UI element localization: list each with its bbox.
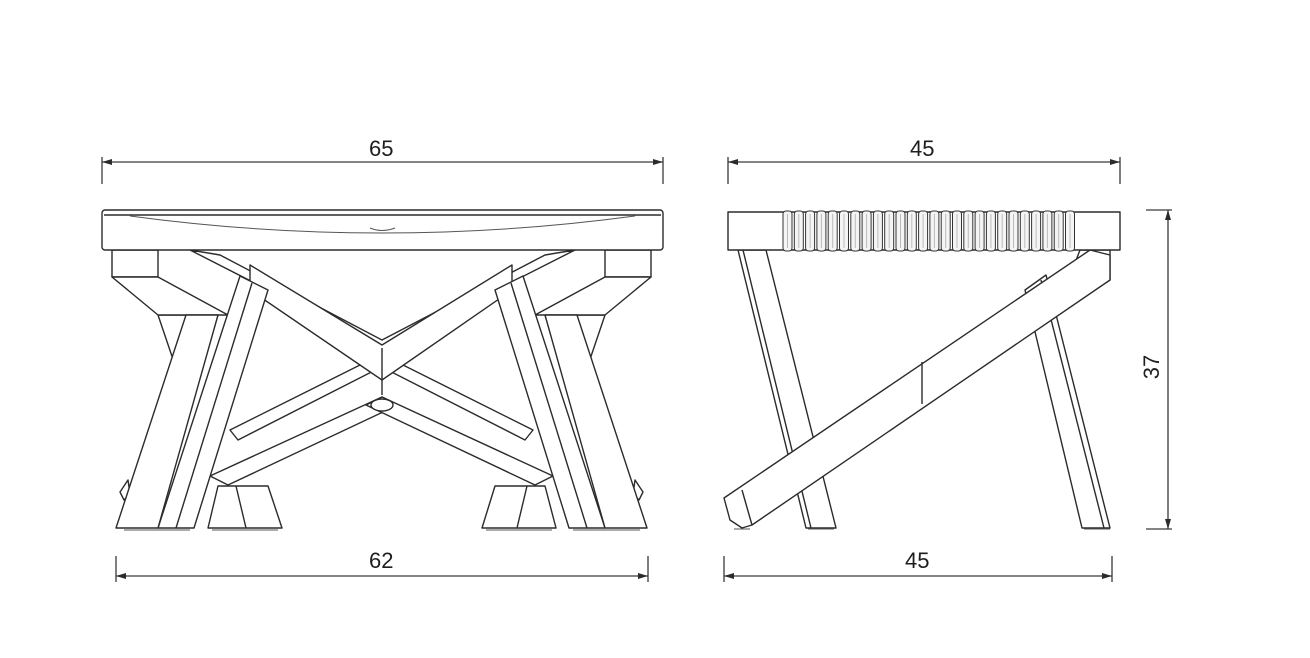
side-base-depth-label: 45 [905,548,930,573]
front-view-drawing [101,157,664,582]
front-top-dimension-line [101,157,664,184]
front-top-width-label: 65 [369,136,394,161]
side-bottom-dimension-line [723,556,1113,582]
front-base-width-label: 62 [369,548,394,573]
side-top-dimension-line [727,157,1121,184]
side-top-depth-label: 45 [910,136,935,161]
pivot-bolt-icon [370,398,394,412]
side-height-label: 37 [1139,354,1165,380]
rope-wrap [782,210,1075,252]
front-bottom-dimension-line [115,556,649,582]
side-height-dimension-line [1146,209,1172,530]
side-view-drawing [723,157,1172,582]
